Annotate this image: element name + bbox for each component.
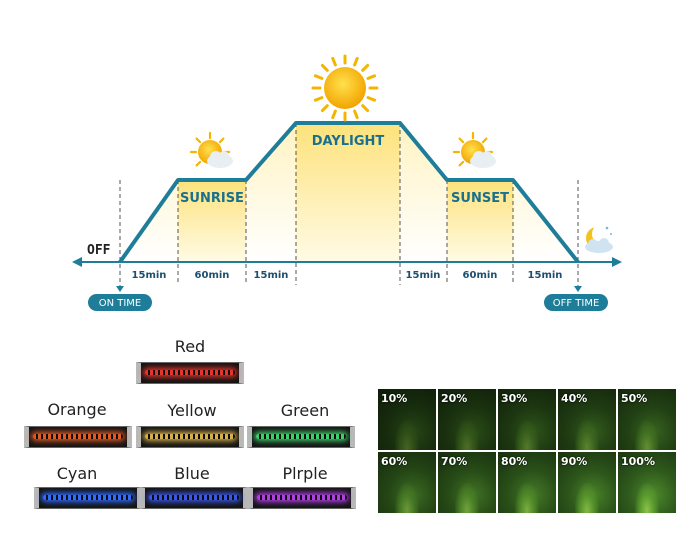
aquarium-plant-image bbox=[455, 483, 479, 513]
color-mode-label: Plrple bbox=[282, 464, 328, 483]
color-mode-label: Red bbox=[174, 337, 206, 356]
light-schedule-diagram: OFF SUNRISE DAYLIGHT SUNSET 15min 60min … bbox=[72, 54, 622, 311]
light-intensity-curve bbox=[118, 121, 580, 264]
brightness-dim-overlay bbox=[498, 389, 556, 450]
on-time-badge bbox=[88, 294, 152, 311]
led-light-bar bbox=[140, 487, 248, 509]
sunrise-glow bbox=[178, 180, 246, 262]
sun-icon bbox=[311, 54, 379, 122]
brightness-dim-overlay bbox=[438, 452, 496, 513]
brightness-cell: 30% bbox=[498, 389, 556, 450]
brightness-label: 100% bbox=[621, 455, 655, 468]
axis-arrow-left bbox=[72, 257, 82, 267]
duration-label: 15min bbox=[132, 270, 167, 281]
moon-cloud-icon bbox=[585, 224, 613, 253]
led-strip-glow bbox=[256, 434, 346, 439]
phase-dividers bbox=[119, 123, 579, 290]
led-light-bar bbox=[34, 487, 142, 509]
sunset-label: SUNSET bbox=[451, 191, 509, 206]
off-time-text: OFF TIME bbox=[553, 298, 600, 309]
brightness-cell: 90% bbox=[558, 452, 616, 513]
led-strip-glow bbox=[145, 434, 235, 439]
brightness-label: 20% bbox=[441, 392, 468, 405]
led-light-bar bbox=[247, 426, 355, 448]
brightness-dim-overlay bbox=[378, 452, 436, 513]
led-strip-glow bbox=[145, 370, 235, 375]
color-mode-label: Blue bbox=[174, 464, 210, 483]
brightness-levels-grid: 10% 20% 30% 40% 50% 60% 70% 80% 90% 100% bbox=[378, 389, 676, 513]
sunset-glow bbox=[447, 180, 513, 262]
brightness-dim-overlay bbox=[558, 452, 616, 513]
duration-label: 60min bbox=[463, 270, 498, 281]
off-time-arrow-icon bbox=[574, 286, 582, 292]
color-mode-label: Orange bbox=[47, 400, 107, 419]
brightness-label: 30% bbox=[501, 392, 528, 405]
brightness-dim-overlay bbox=[438, 389, 496, 450]
brightness-cell: 10% bbox=[378, 389, 436, 450]
led-light-bar bbox=[24, 426, 132, 448]
brightness-dim-overlay bbox=[498, 452, 556, 513]
color-mode-label: Cyan bbox=[56, 464, 98, 483]
aquarium-plant-image bbox=[575, 483, 599, 513]
aquarium-plant-image bbox=[395, 420, 419, 450]
brightness-cell: 70% bbox=[438, 452, 496, 513]
brightness-dim-overlay bbox=[558, 389, 616, 450]
led-light-bar bbox=[136, 426, 244, 448]
aquarium-plant-image bbox=[515, 483, 539, 513]
brightness-cell: 20% bbox=[438, 389, 496, 450]
brightness-dim-overlay bbox=[378, 389, 436, 450]
axis-arrow-right bbox=[612, 257, 622, 267]
brightness-label: 80% bbox=[501, 455, 528, 468]
duration-label: 60min bbox=[195, 270, 230, 281]
duration-label: 15min bbox=[254, 270, 289, 281]
led-strip-glow bbox=[149, 495, 239, 500]
duration-label: 15min bbox=[528, 270, 563, 281]
brightness-cell: 60% bbox=[378, 452, 436, 513]
led-light-bar bbox=[248, 487, 356, 509]
aquarium-plant-image bbox=[515, 420, 539, 450]
color-mode-label: Yellow bbox=[167, 401, 217, 420]
off-time-badge bbox=[544, 294, 608, 311]
color-mode-label: Green bbox=[280, 401, 330, 420]
brightness-cell: 50% bbox=[618, 389, 676, 450]
on-time-arrow-icon bbox=[116, 286, 124, 292]
brightness-label: 50% bbox=[621, 392, 648, 405]
brightness-label: 10% bbox=[381, 392, 408, 405]
aquarium-plant-image bbox=[635, 420, 659, 450]
brightness-cell: 80% bbox=[498, 452, 556, 513]
brightness-label: 90% bbox=[561, 455, 588, 468]
aquarium-plant-image bbox=[575, 420, 599, 450]
sunrise-label: SUNRISE bbox=[180, 191, 244, 206]
sun-cloud-icon bbox=[452, 131, 496, 168]
duration-label: 15min bbox=[406, 270, 441, 281]
brightness-label: 70% bbox=[441, 455, 468, 468]
brightness-cell: 40% bbox=[558, 389, 616, 450]
brightness-label: 40% bbox=[561, 392, 588, 405]
led-strip-glow bbox=[257, 495, 347, 500]
led-strip-glow bbox=[43, 495, 133, 500]
led-strip-glow bbox=[33, 434, 123, 439]
aquarium-plant-image bbox=[455, 420, 479, 450]
aquarium-plant-image bbox=[395, 483, 419, 513]
daylight-glow bbox=[296, 123, 400, 262]
brightness-cell: 100% bbox=[618, 452, 676, 513]
on-time-text: ON TIME bbox=[99, 298, 142, 309]
brightness-label: 60% bbox=[381, 455, 408, 468]
brightness-dim-overlay bbox=[618, 389, 676, 450]
aquarium-plant-image bbox=[635, 483, 659, 513]
sun-cloud-icon bbox=[189, 131, 233, 168]
off-label: OFF bbox=[87, 243, 111, 258]
led-light-bar bbox=[136, 362, 244, 384]
daylight-label: DAYLIGHT bbox=[312, 134, 385, 149]
